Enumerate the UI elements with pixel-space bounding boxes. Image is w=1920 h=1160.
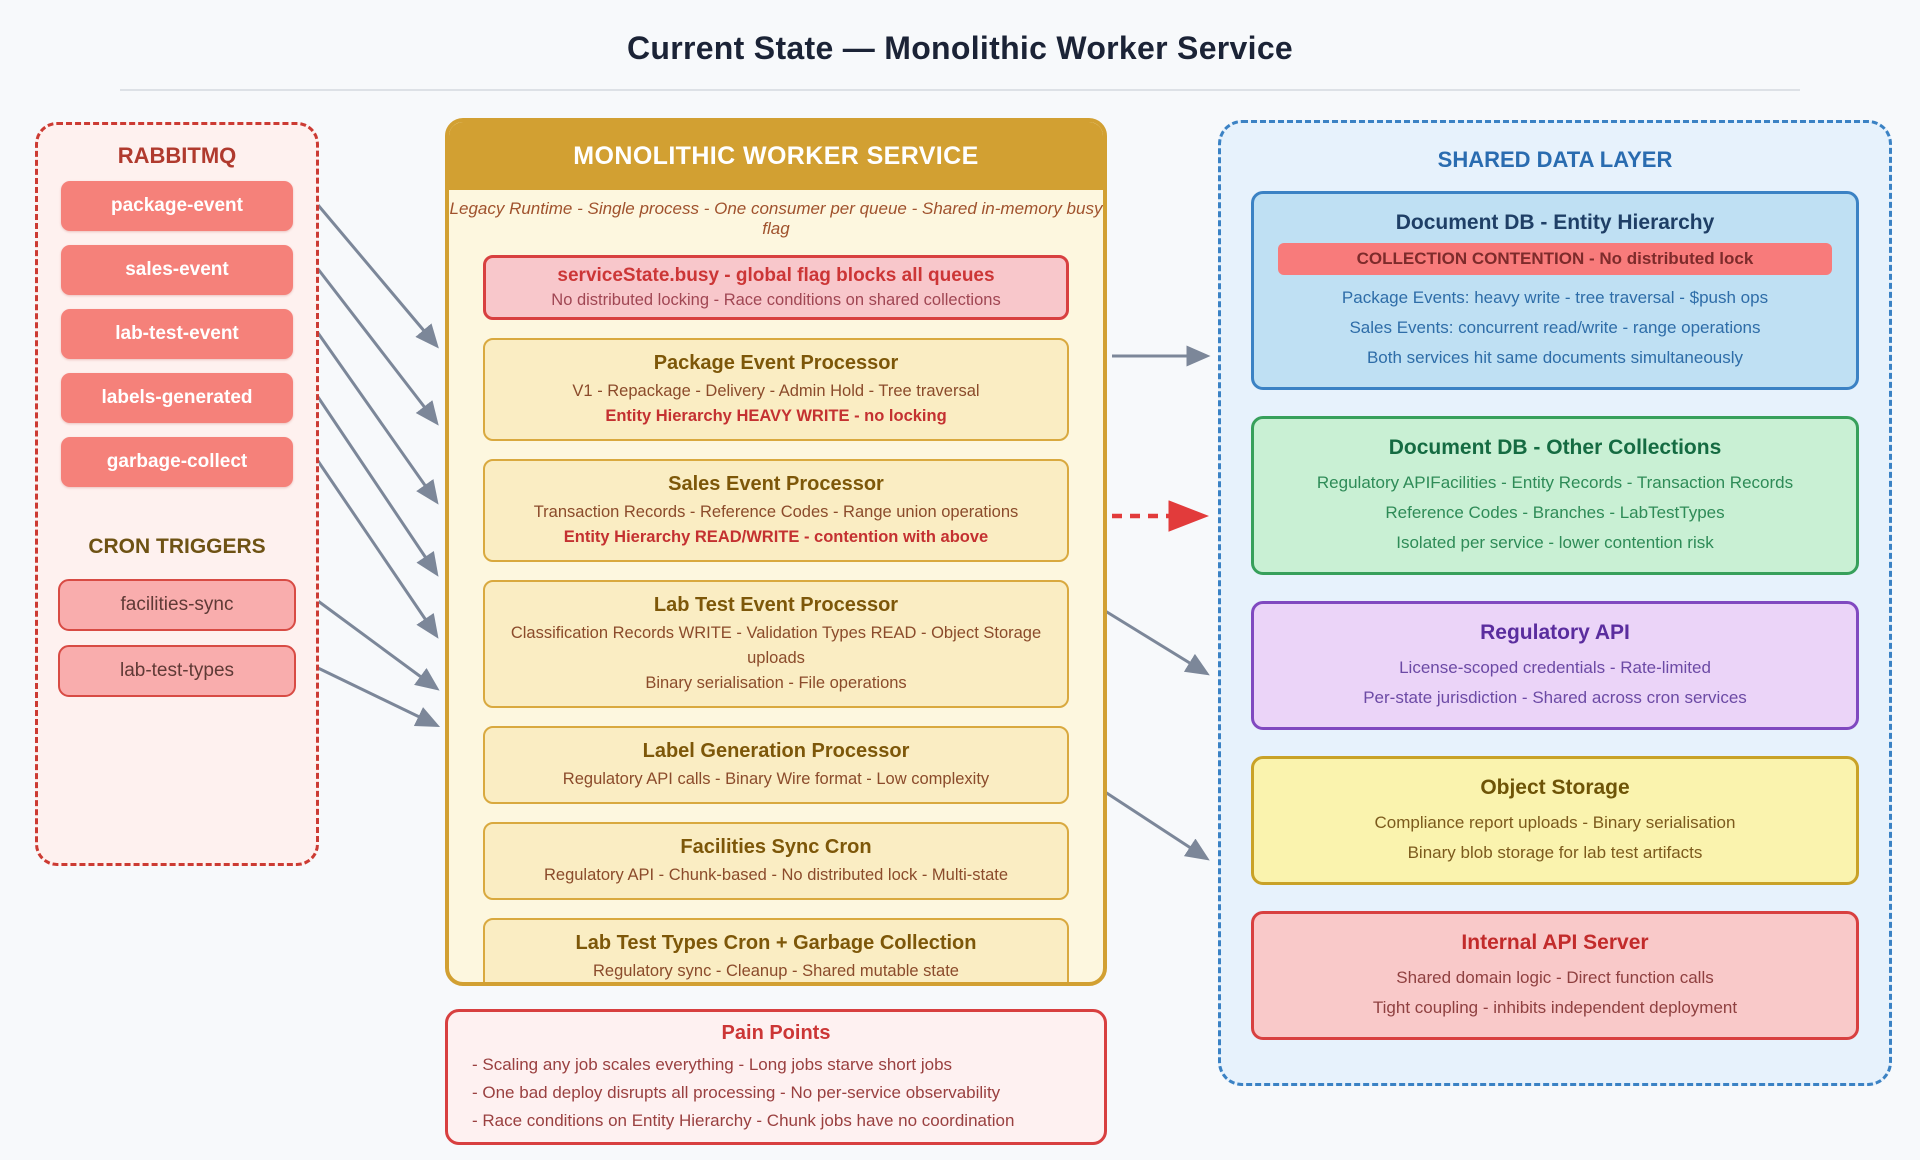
detail-line: Regulatory API - Chunk-based - No distri… [543, 866, 1009, 884]
shared-data-box: Document DB - Entity Hierarchy COLLECTIO… [1251, 191, 1859, 390]
processor-lines: Regulatory API - Chunk-based - No distri… [495, 863, 1057, 888]
detail-line: Regulatory APIFacilities - Entity Record… [1316, 473, 1794, 492]
page-title: Current State — Monolithic Worker Servic… [626, 30, 1294, 66]
detail-line: Isolated per service - lower contention … [1396, 533, 1714, 552]
arrow-garbage-collect [316, 460, 439, 639]
shared-data-box-lines: Regulatory APIFacilities - Entity Record… [1268, 468, 1842, 558]
shared-data-box: Document DB - Other Collections Regulato… [1251, 416, 1859, 575]
pain-points-box: Pain Points - Scaling any job scales eve… [445, 1009, 1107, 1145]
processor-box: Lab Test Types Cron + Garbage Collection… [483, 918, 1069, 982]
queue-list: package-event sales-event lab-test-event… [61, 181, 293, 487]
processor-lines: Transaction Records - Reference Codes - … [495, 500, 1057, 525]
cron-triggers-title: CRON TRIGGERS [88, 535, 266, 558]
arrow-to-regulatory-api [1101, 607, 1210, 676]
shared-data-box-lines: Shared domain logic - Direct function ca… [1268, 963, 1842, 1023]
arrow-lab-test-types [317, 666, 441, 727]
pain-points-list: - Scaling any job scales everything - Lo… [472, 1051, 1080, 1135]
monolith-panel: MONOLITHIC WORKER SERVICE Legacy Runtime… [445, 118, 1107, 986]
detail-line: Sales Events: concurrent read/write - ra… [1349, 318, 1761, 337]
detail-line: Binary serialisation - File operations [645, 674, 907, 692]
detail-line: Tight coupling - inhibits independent de… [1372, 998, 1738, 1017]
arrow-labels-generated [316, 396, 439, 577]
shared-data-box-title: Document DB - Other Collections [1388, 436, 1722, 459]
rabbitmq-panel: RABBITMQ package-event sales-event lab-t… [35, 122, 319, 866]
queue-pill: package-event [61, 181, 293, 231]
shared-data-layer-title: SHARED DATA LAYER [1437, 147, 1673, 172]
detail-line: Both services hit same documents simulta… [1366, 348, 1744, 367]
monolith-body: serviceState.busy - global flag blocks a… [449, 239, 1103, 982]
detail-line: Per-state jurisdiction - Shared across c… [1363, 688, 1747, 707]
shared-data-box-lines: License-scoped credentials - Rate-limite… [1268, 653, 1842, 713]
pain-point-item: - Scaling any job scales everything - Lo… [472, 1055, 953, 1074]
processor-box: Facilities Sync Cron Regulatory API - Ch… [483, 822, 1069, 900]
busy-flag-alert: serviceState.busy - global flag blocks a… [483, 255, 1069, 320]
processor-lines: Classification Records WRITE - Validatio… [495, 621, 1057, 696]
detail-line: Compliance report uploads - Binary seria… [1374, 813, 1736, 832]
shared-data-box: Regulatory API License-scoped credential… [1251, 601, 1859, 730]
processor-box: Package Event Processor V1 - Repackage -… [483, 338, 1069, 441]
shared-data-box-title: Object Storage [1480, 776, 1630, 799]
detail-line: License-scoped credentials - Rate-limite… [1399, 658, 1711, 677]
queue-pill: sales-event [61, 245, 293, 295]
pain-point-item: - Race conditions on Entity Hierarchy - … [472, 1111, 1015, 1130]
arrow-facilities-sync [317, 599, 440, 691]
processor-title: Lab Test Types Cron + Garbage Collection [575, 932, 977, 954]
arrow-to-object-storage [1101, 788, 1210, 861]
processor-box: Sales Event Processor Transaction Record… [483, 459, 1069, 562]
arrow-sales-event [316, 268, 439, 426]
busy-flag-alert-subtitle: No distributed locking - Race conditions… [551, 291, 1001, 309]
shared-data-layer-panel: SHARED DATA LAYER Document DB - Entity H… [1218, 120, 1892, 1086]
processor-lines: V1 - Repackage - Delivery - Admin Hold -… [495, 379, 1057, 404]
rabbitmq-title: RABBITMQ [117, 143, 237, 168]
processor-warning: Entity Hierarchy HEAVY WRITE - no lockin… [605, 407, 947, 425]
arrow-lab-test-event [316, 332, 439, 505]
processor-lines: Regulatory API calls - Binary Wire forma… [495, 767, 1057, 792]
shared-data-box-lines: Compliance report uploads - Binary seria… [1268, 808, 1842, 868]
processor-title: Facilities Sync Cron [680, 836, 872, 858]
shared-data-box-title: Internal API Server [1461, 931, 1649, 954]
queue-pill: garbage-collect [61, 437, 293, 487]
title-divider [120, 89, 1800, 91]
shared-data-box-title: Regulatory API [1480, 621, 1630, 644]
processor-title: Lab Test Event Processor [653, 594, 899, 616]
processor-box: Label Generation Processor Regulatory AP… [483, 726, 1069, 804]
processor-title: Sales Event Processor [668, 473, 884, 495]
detail-line: Reference Codes - Branches - LabTestType… [1385, 503, 1725, 522]
busy-flag-alert-title: serviceState.busy - global flag blocks a… [557, 265, 995, 286]
detail-line: Transaction Records - Reference Codes - … [533, 503, 1019, 521]
shared-data-box-lines: Package Events: heavy write - tree trave… [1268, 283, 1842, 373]
detail-line: V1 - Repackage - Delivery - Admin Hold -… [572, 382, 980, 400]
queue-pill: labels-generated [61, 373, 293, 423]
processor-box: Lab Test Event Processor Classification … [483, 580, 1069, 708]
processor-lines: Regulatory sync - Cleanup - Shared mutab… [495, 959, 1057, 982]
processor-warning: Entity Hierarchy READ/WRITE - contention… [563, 528, 989, 546]
shared-data-box-title: Document DB - Entity Hierarchy [1395, 211, 1715, 234]
cron-list: facilities-sync lab-test-types [58, 579, 296, 697]
detail-line: Regulatory API calls - Binary Wire forma… [562, 770, 990, 788]
cron-pill: facilities-sync [58, 579, 296, 631]
detail-line: Package Events: heavy write - tree trave… [1341, 288, 1769, 307]
cron-pill: lab-test-types [58, 645, 296, 697]
pain-points-title: Pain Points [721, 1022, 831, 1044]
detail-line: Binary blob storage for lab test artifac… [1407, 843, 1703, 862]
pain-point-item: - One bad deploy disrupts all processing… [472, 1083, 1001, 1102]
detail-line: Regulatory sync - Cleanup - Shared mutab… [593, 962, 959, 980]
processor-title: Label Generation Processor [642, 740, 910, 762]
arrow-package-event [316, 204, 439, 349]
queue-pill: lab-test-event [61, 309, 293, 359]
monolith-header: MONOLITHIC WORKER SERVICE [449, 122, 1103, 190]
shared-data-box-list: Document DB - Entity Hierarchy COLLECTIO… [1251, 191, 1859, 1040]
detail-line: Shared domain logic - Direct function ca… [1396, 968, 1714, 987]
monolith-subtitle: Legacy Runtime - Single process - One co… [449, 199, 1103, 238]
detail-line: Classification Records WRITE - Validatio… [510, 624, 1042, 667]
contention-badge: COLLECTION CONTENTION - No distributed l… [1278, 243, 1832, 275]
processor-title: Package Event Processor [653, 352, 899, 374]
shared-data-box: Internal API Server Shared domain logic … [1251, 911, 1859, 1040]
shared-data-box: Object Storage Compliance report uploads… [1251, 756, 1859, 885]
